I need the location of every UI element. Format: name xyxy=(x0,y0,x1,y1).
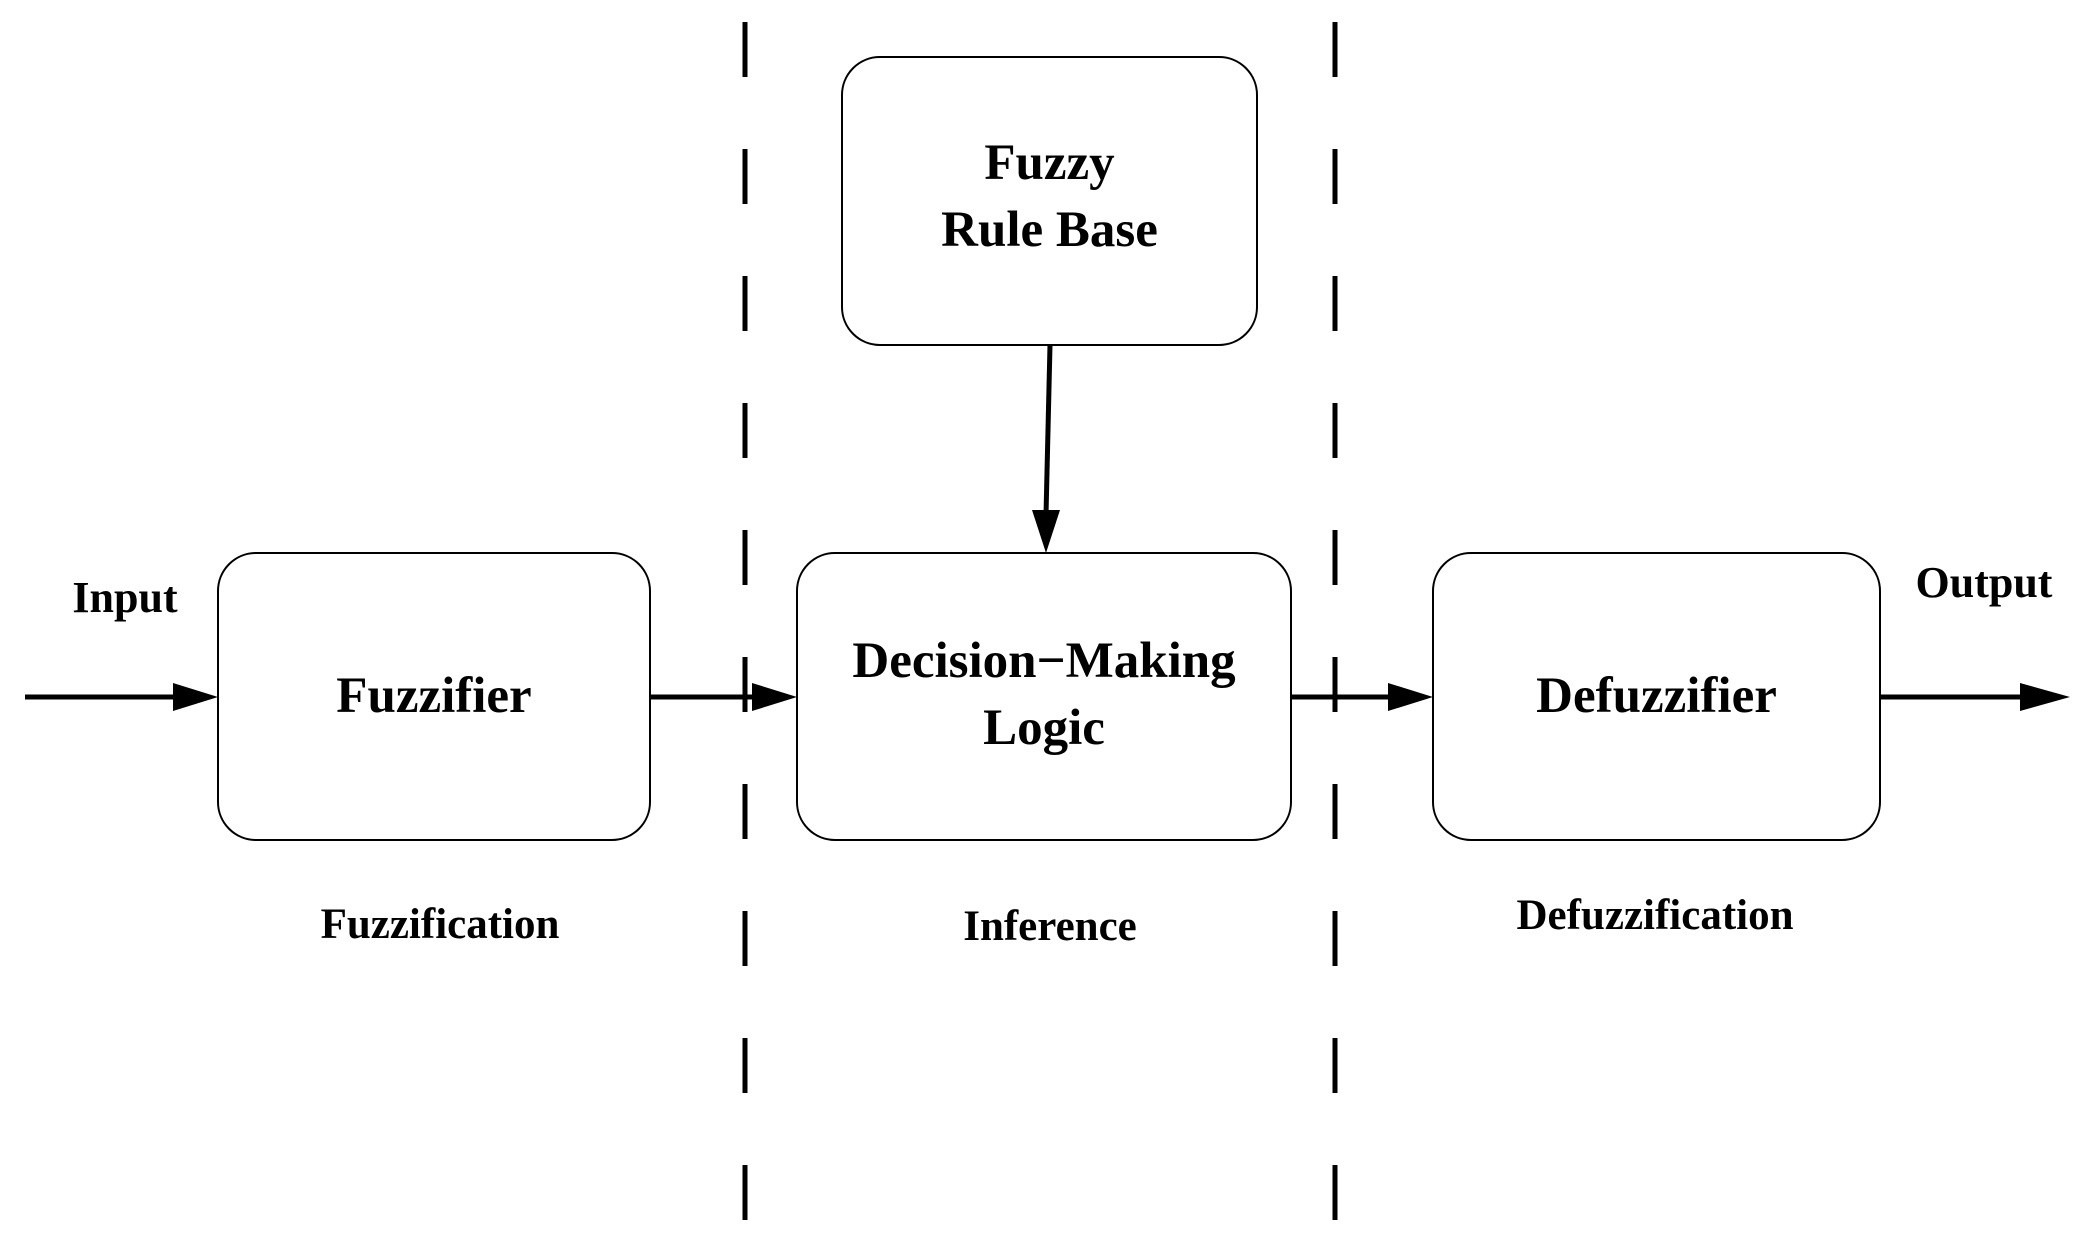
arrow-fuzzifier-to-decision-head xyxy=(752,683,797,711)
stage-fuzzification: Fuzzification xyxy=(320,901,560,948)
rule-base-line1: Fuzzy xyxy=(984,135,1115,191)
arrow-output-head xyxy=(2020,683,2070,711)
fuzzifier-label: Fuzzifier xyxy=(218,663,650,730)
input-label: Input xyxy=(72,573,178,622)
arrow-rulebase-to-decision xyxy=(1043,344,1053,516)
rule-base-line2: Rule Base xyxy=(941,202,1158,258)
decision-label: Decision−Making Logic xyxy=(797,628,1291,762)
stage-defuzzification: Defuzzification xyxy=(1516,892,1794,939)
stage-inference: Inference xyxy=(963,903,1137,950)
fuzzifier-text: Fuzzifier xyxy=(336,668,532,724)
output-label: Output xyxy=(1915,558,2053,607)
decision-line1: Decision−Making xyxy=(852,633,1236,689)
rule-base-label: Fuzzy Rule Base xyxy=(842,130,1257,264)
arrow-input-head xyxy=(173,683,218,711)
defuzzifier-label: Defuzzifier xyxy=(1433,663,1880,730)
arrow-decision-to-defuzzifier-head xyxy=(1388,683,1433,711)
arrow-rulebase-to-decision-head xyxy=(1032,510,1060,553)
defuzzifier-text: Defuzzifier xyxy=(1536,668,1777,724)
decision-line2: Logic xyxy=(983,700,1105,756)
